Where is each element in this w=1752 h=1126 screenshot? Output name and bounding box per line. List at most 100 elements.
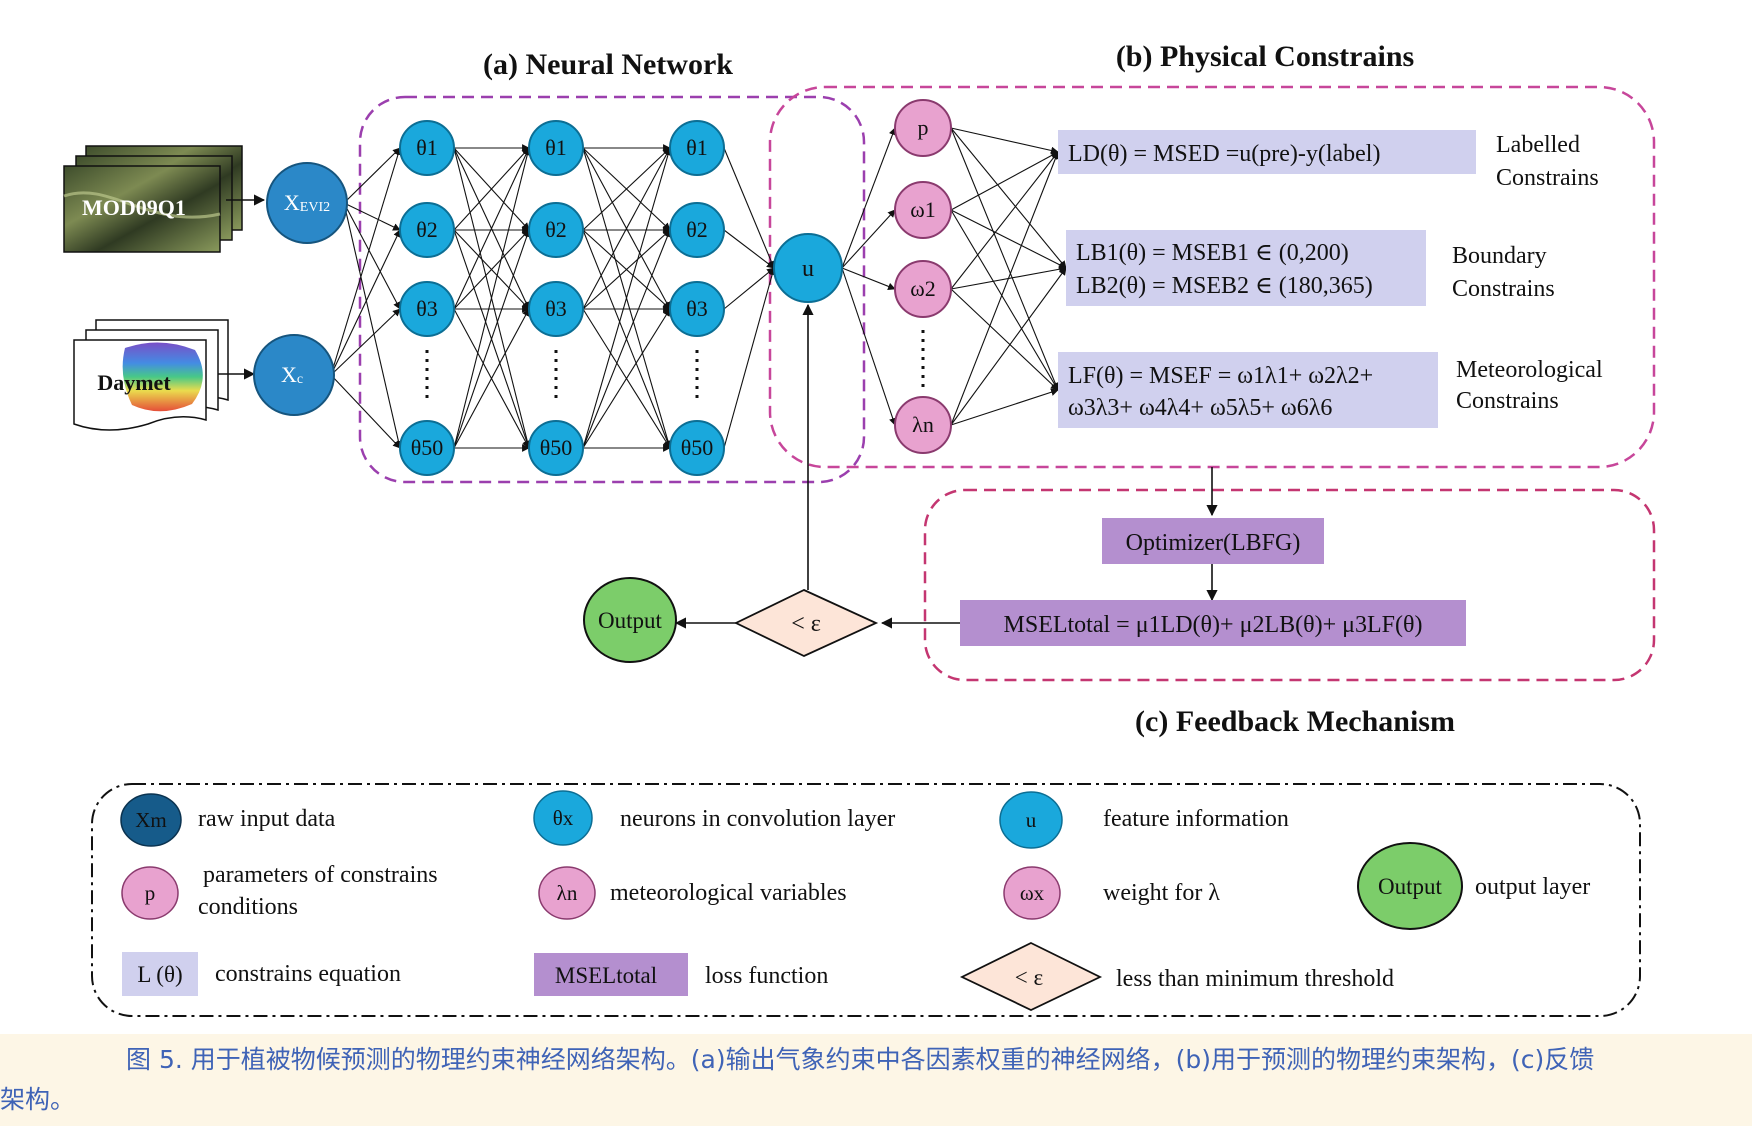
connection-line xyxy=(723,267,775,310)
neuron-theta2: θ2 xyxy=(669,202,725,258)
legend-item-neuron: θx neurons in convolution layer xyxy=(533,790,895,846)
legend-item-raw-input: Xm raw input data xyxy=(120,793,336,847)
neuron-theta1: θ1 xyxy=(669,120,725,176)
svg-text:θ1: θ1 xyxy=(416,135,438,160)
svg-text:L (θ): L (θ) xyxy=(137,962,182,987)
legend-item-parameters: p parameters of constrains conditions xyxy=(121,862,444,920)
neuron-column-1: θ1 θ2 θ3 θ50 xyxy=(399,120,455,476)
svg-text:LF(θ) = MSEF = ω1λ1+ ω2λ2+: LF(θ) = MSEF = ω1λ1+ ω2λ2+ xyxy=(1068,363,1373,389)
svg-text:weight for λ: weight for λ xyxy=(1103,880,1220,906)
connection-line xyxy=(950,127,1059,155)
connection-line xyxy=(453,147,532,449)
connection-line xyxy=(950,267,1067,426)
svg-text:θ50: θ50 xyxy=(411,435,444,460)
svg-text:Xm: Xm xyxy=(135,808,167,832)
svg-text:ωx: ωx xyxy=(1020,881,1045,905)
daymet-label: Daymet xyxy=(97,370,171,395)
neuron-theta1: θ1 xyxy=(528,120,584,176)
svg-text:θ50: θ50 xyxy=(681,435,714,460)
svg-text:θ3: θ3 xyxy=(416,296,438,321)
legend-item-constraint-equation: L (θ) constrains equation xyxy=(122,952,401,996)
legend-item-threshold: < ε less than minimum threshold xyxy=(959,941,1394,1011)
neuron-theta3: θ3 xyxy=(669,281,725,337)
svg-text:θ2: θ2 xyxy=(416,217,438,242)
svg-text:ω1: ω1 xyxy=(910,197,935,222)
svg-text:LD(θ) = MSED =u(pre)-y(label): LD(θ) = MSED =u(pre)-y(label) xyxy=(1068,141,1380,167)
output-node: Output xyxy=(583,577,677,663)
daymet-map-stack: Daymet xyxy=(73,319,229,431)
connection-line xyxy=(582,229,672,449)
caption-line-2: 架构。 xyxy=(0,1085,76,1114)
connection-line xyxy=(343,147,401,204)
svg-text:loss function: loss function xyxy=(705,963,828,989)
figure-caption: 图 5. 用于植被物候预测的物理约束神经网络架构。(a)输出气象约束中各因素权重… xyxy=(0,1040,1752,1126)
connection-line xyxy=(950,209,1067,269)
connection-line xyxy=(841,209,896,269)
connection-line xyxy=(950,388,1059,426)
legend: Xm raw input data θx neurons in convolut… xyxy=(91,783,1641,1017)
svg-text:LB1(θ) = MSEB1 ∈ (0,200): LB1(θ) = MSEB1 ∈ (0,200) xyxy=(1076,240,1349,266)
svg-text:MSELtotal: MSELtotal xyxy=(555,963,657,988)
svg-text:parameters of constrains: parameters of constrains conditions xyxy=(198,862,444,920)
param-node-p: p xyxy=(894,99,952,157)
svg-text:ω2: ω2 xyxy=(910,276,935,301)
connection-line xyxy=(950,151,1059,290)
svg-text:LB2(θ) = MSEB2 ∈ (180,365): LB2(θ) = MSEB2 ∈ (180,365) xyxy=(1076,273,1373,299)
svg-text:Optimizer(LBFG): Optimizer(LBFG) xyxy=(1126,530,1301,556)
connection-line xyxy=(330,308,401,376)
x-c-node: Xc xyxy=(253,334,335,416)
svg-text:θ2: θ2 xyxy=(686,217,708,242)
neuron-theta50: θ50 xyxy=(399,420,455,476)
svg-text:MSELtotal = μ1LD(θ)+ μ2LB(θ)+: MSELtotal = μ1LD(θ)+ μ2LB(θ)+ μ3LF(θ) xyxy=(1004,612,1423,638)
svg-text:Xc: Xc xyxy=(281,362,303,387)
svg-text:λn: λn xyxy=(557,881,578,905)
legend-item-output: Output output layer xyxy=(1357,842,1590,930)
connection-line xyxy=(343,202,401,310)
svg-text:θ1: θ1 xyxy=(686,135,708,160)
svg-text:XEVI2: XEVI2 xyxy=(284,190,330,215)
connection-line xyxy=(950,127,1067,269)
connection-line xyxy=(343,202,401,231)
svg-text:p: p xyxy=(145,881,156,905)
meteorological-constraint-box: LF(θ) = MSEF = ω1λ1+ ω2λ2+ ω3λ3+ ω4λ4+ ω… xyxy=(1058,352,1438,428)
svg-text:θ1: θ1 xyxy=(545,135,567,160)
neuron-column-3: θ1 θ2 θ3 θ50 xyxy=(669,120,725,476)
connection-line xyxy=(330,147,402,376)
connection-line xyxy=(723,267,776,449)
labelled-constraint-box: LD(θ) = MSED =u(pre)-y(label) xyxy=(1058,130,1476,174)
connection-line xyxy=(841,267,896,291)
svg-text:θ2: θ2 xyxy=(545,217,567,242)
svg-text:raw input data: raw input data xyxy=(198,806,336,832)
svg-text:feature information: feature information xyxy=(1103,806,1289,832)
svg-text:θ50: θ50 xyxy=(540,435,573,460)
neuron-theta50: θ50 xyxy=(669,420,725,476)
labelled-constraint-label: Labelled Constrains xyxy=(1496,132,1599,191)
connection-line xyxy=(582,147,671,231)
svg-text:Output: Output xyxy=(598,608,663,633)
svg-text:θ3: θ3 xyxy=(686,296,708,321)
svg-text:< ε: < ε xyxy=(791,611,821,637)
optimizer-box: Optimizer(LBFG) xyxy=(1102,518,1324,564)
caption-line-1: 图 5. 用于植被物候预测的物理约束神经网络架构。(a)输出气象约束中各因素权重… xyxy=(126,1045,1595,1074)
param-node-omega2: ω2 xyxy=(894,260,952,318)
boundary-constraint-box: LB1(θ) = MSEB1 ∈ (0,200) LB2(θ) = MSEB2 … xyxy=(1066,230,1426,306)
svg-text:p: p xyxy=(918,115,929,140)
threshold-diamond: < ε xyxy=(733,589,879,657)
svg-text:< ε: < ε xyxy=(1015,965,1043,990)
connection-line xyxy=(453,147,530,310)
architecture-diagram: (a) Neural Network (b) Physical Constrai… xyxy=(63,40,1656,1017)
boundary-constraint-label: Boundary Constrains xyxy=(1452,243,1555,302)
connection-line xyxy=(950,209,1059,391)
mod09q1-image-stack: MOD09Q1 xyxy=(63,145,243,253)
svg-text:λn: λn xyxy=(912,412,934,437)
svg-text:θ3: θ3 xyxy=(545,296,567,321)
feedback-region xyxy=(923,488,1656,682)
connection-line xyxy=(950,127,1059,391)
legend-item-loss-function: MSELtotal loss function xyxy=(534,953,828,996)
title-neural-network: (a) Neural Network xyxy=(483,48,733,81)
svg-text:θx: θx xyxy=(553,806,574,830)
title-feedback-mechanism: (c) Feedback Mechanism xyxy=(1135,705,1455,738)
neural-network-region xyxy=(358,95,866,484)
legend-item-feature: u feature information xyxy=(999,791,1289,849)
